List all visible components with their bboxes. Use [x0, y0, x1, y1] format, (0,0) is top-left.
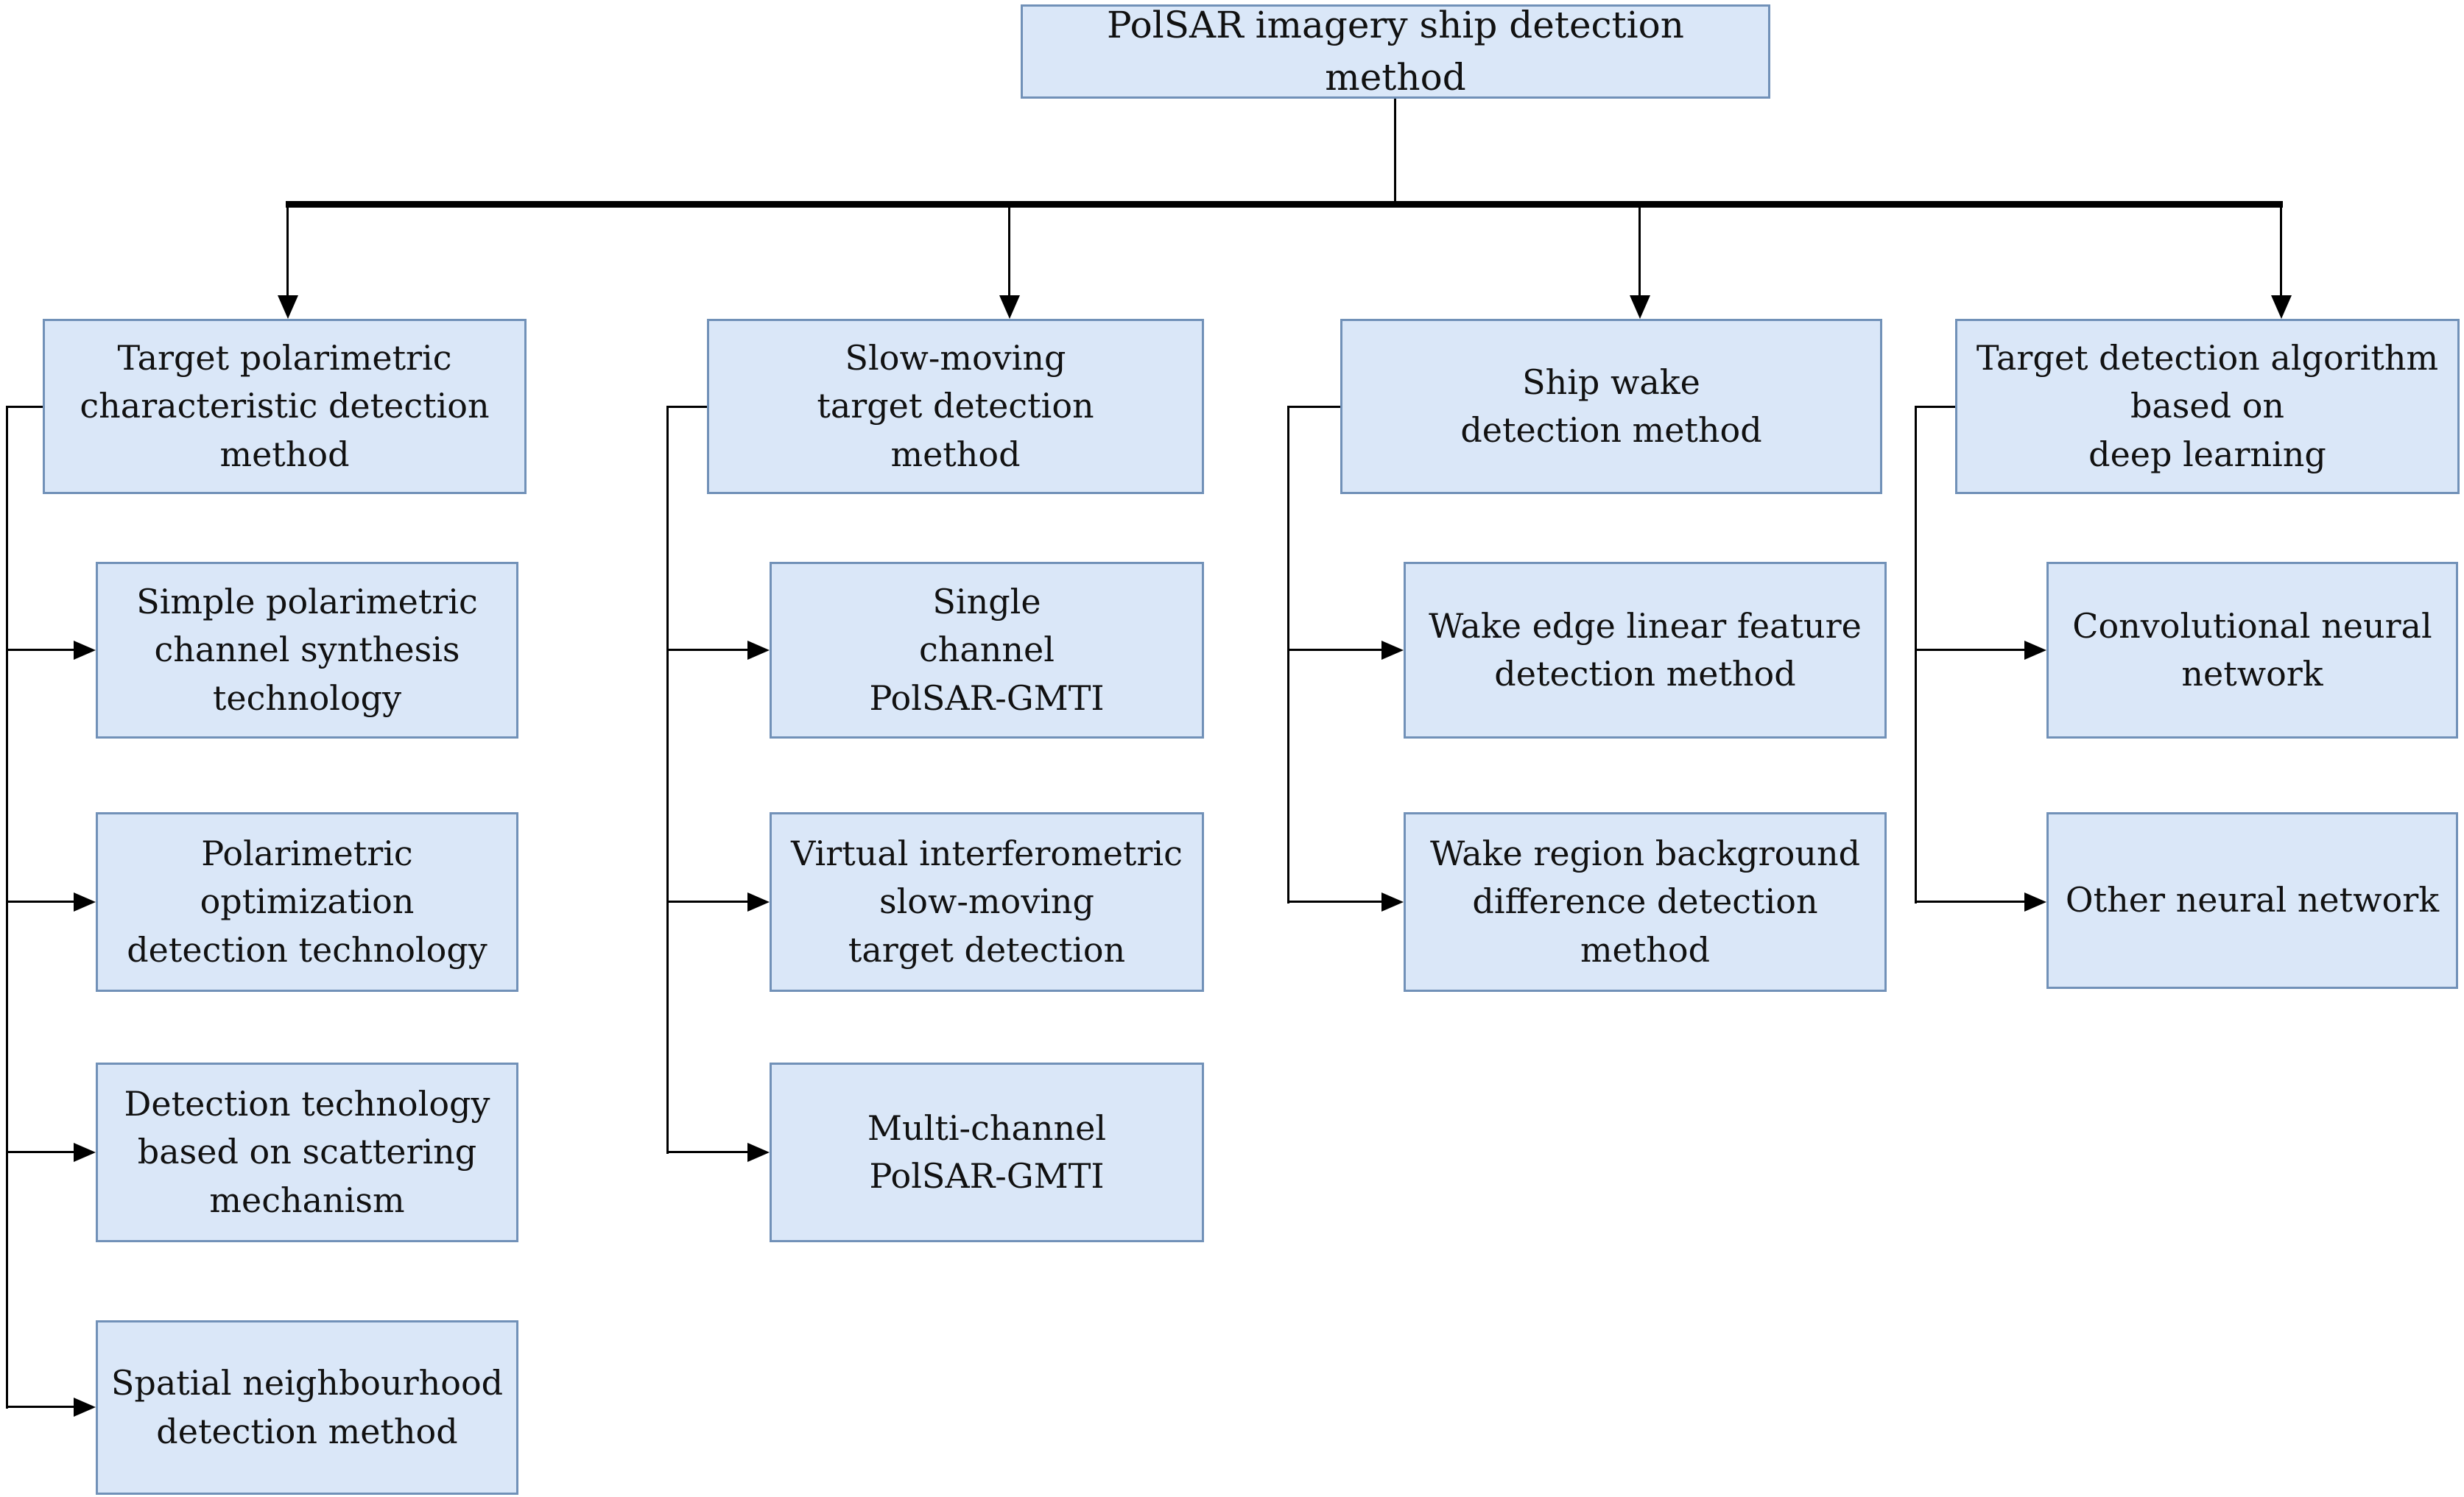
node-col4-child2-label: Other neural network [2065, 880, 2440, 920]
col1-branch1-arrow-icon [74, 641, 96, 660]
col3-drop-arrow-icon [1630, 295, 1650, 319]
node-col2-child3: Multi-channel PolSAR-GMTI [770, 1063, 1204, 1242]
node-col4-child1: Convolutional neural network [2046, 562, 2458, 739]
col4-branch1-arrow-icon [2024, 641, 2046, 660]
node-col2-header: Slow-moving target detection method [707, 319, 1204, 494]
col4-branch2-arrow-icon [2024, 892, 2046, 912]
col1-drop-line [286, 208, 289, 297]
node-col2-child1-label: Single channel PolSAR-GMTI [869, 582, 1105, 718]
node-col3-child1: Wake edge linear feature detection metho… [1404, 562, 1887, 739]
node-col1-child4-label: Spatial neighbourhood detection method [110, 1363, 504, 1451]
col1-branch3-line [6, 1151, 74, 1153]
bus-line [286, 201, 2283, 208]
node-col1-header-label: Target polarimetric characteristic detec… [80, 338, 490, 474]
col1-drop-arrow-icon [278, 295, 298, 319]
node-col1-child2-label: Polarimetric optimization detection tech… [127, 834, 487, 970]
col4-branch1-line [1915, 649, 2024, 651]
col4-drop-line [2280, 208, 2282, 297]
col3-trunk-line [1287, 406, 1289, 904]
col2-trunk-line [666, 406, 669, 1154]
node-col3-child2-label: Wake region background difference detect… [1429, 834, 1861, 970]
col2-drop-arrow-icon [999, 295, 1020, 319]
col4-stub-line [1915, 406, 1955, 408]
col4-drop-arrow-icon [2271, 295, 2292, 319]
col1-branch2-line [6, 901, 74, 903]
col2-branch2-line [666, 901, 747, 903]
node-col3-child2: Wake region background difference detect… [1404, 812, 1887, 992]
col2-stub-line [666, 406, 707, 408]
node-col2-child2-label: Virtual interferometric slow-moving targ… [791, 834, 1183, 970]
node-root: PolSAR imagery ship detection method [1021, 4, 1770, 99]
node-col1-child3: Detection technology based on scattering… [96, 1063, 518, 1242]
col3-branch1-arrow-icon [1381, 641, 1404, 660]
col4-branch2-line [1915, 901, 2024, 903]
col1-trunk-line [6, 406, 8, 1409]
col1-branch2-arrow-icon [74, 892, 96, 912]
col3-branch2-arrow-icon [1381, 892, 1404, 912]
node-col2-child3-label: Multi-channel PolSAR-GMTI [867, 1107, 1107, 1196]
node-col1-child2: Polarimetric optimization detection tech… [96, 812, 518, 992]
col1-branch4-line [6, 1406, 74, 1408]
root-stem-line [1394, 99, 1396, 206]
col2-branch1-line [666, 649, 747, 651]
node-root-label: PolSAR imagery ship detection method [1107, 4, 1684, 99]
col1-branch3-arrow-icon [74, 1143, 96, 1162]
col3-drop-line [1638, 208, 1641, 297]
node-col3-header-label: Ship wake detection method [1460, 362, 1762, 450]
col1-branch4-arrow-icon [74, 1398, 96, 1417]
col1-stub-line [6, 406, 43, 408]
node-col1-header: Target polarimetric characteristic detec… [43, 319, 527, 494]
col3-branch1-line [1287, 649, 1381, 651]
col2-branch1-arrow-icon [747, 641, 770, 660]
col3-branch2-line [1287, 901, 1381, 903]
node-col3-child1-label: Wake edge linear feature detection metho… [1429, 605, 1862, 694]
node-col2-child1: Single channel PolSAR-GMTI [770, 562, 1204, 739]
col2-branch2-arrow-icon [747, 892, 770, 912]
node-col4-child2: Other neural network [2046, 812, 2458, 989]
col1-branch1-line [6, 649, 74, 651]
node-col1-child1: Simple polarimetric channel synthesis te… [96, 562, 518, 739]
col4-trunk-line [1915, 406, 1917, 904]
col2-branch3-line [666, 1151, 747, 1153]
node-col2-header-label: Slow-moving target detection method [817, 338, 1094, 474]
node-col3-header: Ship wake detection method [1340, 319, 1882, 494]
node-col4-header: Target detection algorithm based on deep… [1955, 319, 2460, 494]
col2-drop-line [1008, 208, 1010, 297]
node-col2-child2: Virtual interferometric slow-moving targ… [770, 812, 1204, 992]
node-col4-header-label: Target detection algorithm based on deep… [1976, 338, 2439, 474]
node-col1-child1-label: Simple polarimetric channel synthesis te… [136, 582, 478, 718]
col3-stub-line [1287, 406, 1340, 408]
col2-branch3-arrow-icon [747, 1143, 770, 1162]
node-col1-child4: Spatial neighbourhood detection method [96, 1320, 518, 1495]
node-col4-child1-label: Convolutional neural network [2072, 605, 2432, 694]
node-col1-child3-label: Detection technology based on scattering… [124, 1084, 490, 1220]
